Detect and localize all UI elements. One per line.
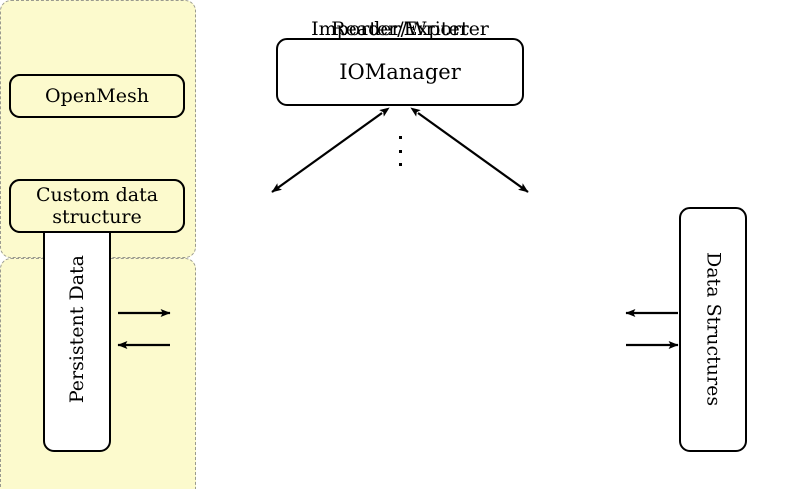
reader-writer-group-title: Reader/Writer — [331, 18, 469, 40]
importer-exporter-ellipsis-icon — [0, 136, 800, 166]
iomanager-box[interactable]: IOManager — [276, 38, 524, 106]
importer-exporter-item-custom-line-1: Custom data — [35, 183, 159, 206]
persistent-data-box[interactable]: Persistent Data — [43, 207, 111, 452]
persistent-data-label: Persistent Data — [65, 255, 88, 404]
importer-exporter-item-custom-data-structure[interactable]: Custom data structure — [9, 179, 185, 233]
importer-exporter-item-openmesh-label: OpenMesh — [45, 85, 149, 107]
data-structures-box[interactable]: Data Structures — [679, 207, 747, 452]
importer-exporter-group-title: Importer/Exporter — [311, 18, 489, 40]
importer-exporter-item-custom-line-2: structure — [52, 206, 142, 228]
iomanager-label: IOManager — [339, 60, 461, 84]
importer-exporter-item-openmesh[interactable]: OpenMesh — [9, 74, 185, 118]
data-structures-label: Data Structures — [702, 252, 725, 407]
